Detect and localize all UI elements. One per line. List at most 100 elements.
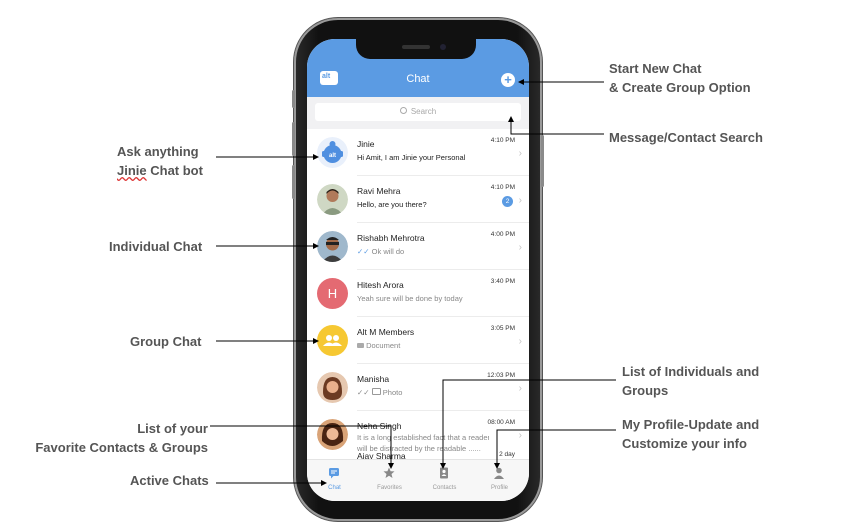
callout-individual-chat: Individual Chat [109, 237, 202, 256]
search-placeholder: Search [410, 107, 437, 116]
person-icon [494, 467, 504, 479]
callout-start-new-chat: Start New Chat & Create Group Option [609, 59, 751, 97]
chat-bubble-icon [329, 468, 339, 479]
avatar [317, 419, 348, 450]
star-icon [383, 467, 395, 478]
tab-label: Favorites [377, 485, 402, 491]
search-input[interactable]: Search [315, 103, 521, 121]
jinie-word: Jinie Chat bot [117, 163, 203, 178]
chat-name: Rishabh Mehrotra [357, 233, 425, 243]
chat-name: Alt M Members [357, 327, 415, 337]
tab-label: Contacts [432, 485, 457, 491]
chat-preview: ✓✓ Photo [357, 388, 489, 397]
chat-name: Ravi Mehra [357, 186, 401, 196]
callout-active-chats: Active Chats [130, 471, 209, 490]
chevron-right-icon: › [518, 383, 522, 394]
chat-row-alt-m-members[interactable]: Alt M Members Document 3:05 PM › [307, 317, 529, 364]
callout-text: Favorite Contacts & Groups [35, 440, 208, 455]
chat-row-ravi[interactable]: Ravi Mehra Hello, are you there? 4:10 PM… [307, 176, 529, 223]
callout-text: Message/Contact Search [609, 130, 763, 145]
callout-text: Active Chats [130, 473, 209, 488]
bottom-tab-bar: Chat Favorites Contacts Profile [307, 459, 529, 501]
chevron-right-icon: › [518, 336, 522, 347]
chat-name: Jinie [357, 139, 375, 149]
chat-preview: Document [357, 341, 489, 350]
chat-preview-text: Document [366, 341, 401, 350]
chat-time: 3:40 PM [490, 278, 515, 285]
folder-icon [357, 343, 364, 348]
chat-preview-text: Ok will do [371, 247, 405, 256]
callout-text: Start New Chat [609, 61, 702, 76]
chevron-right-icon: › [518, 430, 522, 441]
callout-group-chat: Group Chat [130, 332, 202, 351]
search-bar: Search [307, 97, 529, 129]
chat-preview-line2: will be distracted by the readable .....… [357, 444, 481, 453]
avatar [317, 184, 348, 215]
callout-message-search: Message/Contact Search [609, 128, 763, 147]
avatar [317, 372, 348, 403]
callout-text: Individual Chat [109, 239, 203, 254]
chevron-right-icon: › [518, 148, 522, 159]
callout-text: Ask anything [117, 144, 199, 159]
phone-notch [356, 39, 476, 59]
chat-preview: It is a long established fact that a rea… [357, 433, 489, 442]
app-logo-icon[interactable]: alt [320, 71, 338, 85]
app-screen: alt Chat + Search alt Jinie Hi Amit, I a… [307, 39, 529, 501]
chat-name: Neha Singh [357, 421, 402, 431]
tab-contacts[interactable]: Contacts [417, 460, 472, 501]
chat-time: 2 day [499, 451, 515, 458]
chat-time: 4:10 PM [490, 137, 515, 144]
chat-row-rishabh[interactable]: Rishabh Mehrotra ✓✓ Ok will do 4:00 PM › [307, 223, 529, 270]
tab-label: Profile [490, 485, 508, 491]
callout-text: Customize your info [622, 436, 747, 451]
volume-up-button [292, 122, 295, 156]
chat-name: Hitesh Arora [357, 280, 404, 290]
unread-count-badge: 2 [502, 196, 513, 207]
chat-time: 4:10 PM [490, 184, 515, 191]
jinie-bot-avatar: alt [317, 137, 348, 168]
group-icon [323, 335, 342, 346]
chat-preview: Hello, are you there? [357, 200, 427, 209]
volume-down-button [292, 165, 295, 199]
svg-text:alt: alt [329, 153, 336, 159]
callout-text: List of Individuals and [622, 364, 760, 379]
search-icon [399, 107, 407, 114]
new-chat-button[interactable]: + [501, 73, 515, 87]
avatar [317, 231, 348, 262]
chat-name: Manisha [357, 374, 390, 384]
mute-switch [292, 90, 295, 108]
callout-text: List of your [137, 421, 208, 436]
chat-time: 4:00 PM [490, 231, 515, 238]
chat-time: 08:00 AM [487, 419, 515, 426]
chat-row-jinie[interactable]: alt Jinie Hi Amit, I am Jinie your Perso… [307, 129, 529, 176]
callout-text: & Create Group Option [609, 80, 751, 95]
tab-profile[interactable]: Profile [472, 460, 527, 501]
chat-preview-text: Photo [382, 388, 403, 397]
double-check-icon: ✓✓ [357, 388, 370, 397]
callout-text: Group Chat [130, 334, 202, 349]
chat-time: 3:05 PM [490, 325, 515, 332]
callout-text: My Profile-Update and [622, 417, 760, 432]
chat-preview: ✓✓ Ok will do [357, 247, 489, 256]
tab-chat[interactable]: Chat [307, 460, 362, 501]
tab-favorites[interactable]: Favorites [362, 460, 417, 501]
contacts-book-icon [440, 467, 448, 479]
chat-row-manisha[interactable]: Manisha ✓✓ Photo 12:03 PM › [307, 364, 529, 411]
page-title: Chat [406, 73, 430, 85]
group-avatar [317, 325, 348, 356]
chat-time: 12:03 PM [487, 372, 515, 379]
camera-icon [371, 388, 381, 395]
chevron-right-icon: › [518, 195, 522, 206]
chat-preview: Yeah sure will be done by today [357, 294, 463, 303]
tab-label: Chat [328, 485, 341, 491]
double-check-icon: ✓✓ [357, 247, 370, 256]
initial-avatar: H [317, 278, 348, 309]
chevron-right-icon: › [518, 242, 522, 253]
chat-row-hitesh[interactable]: H Hitesh Arora Yeah sure will be done by… [307, 270, 529, 317]
chat-preview: Hi Amit, I am Jinie your Personal [357, 153, 466, 162]
power-button [541, 135, 544, 187]
